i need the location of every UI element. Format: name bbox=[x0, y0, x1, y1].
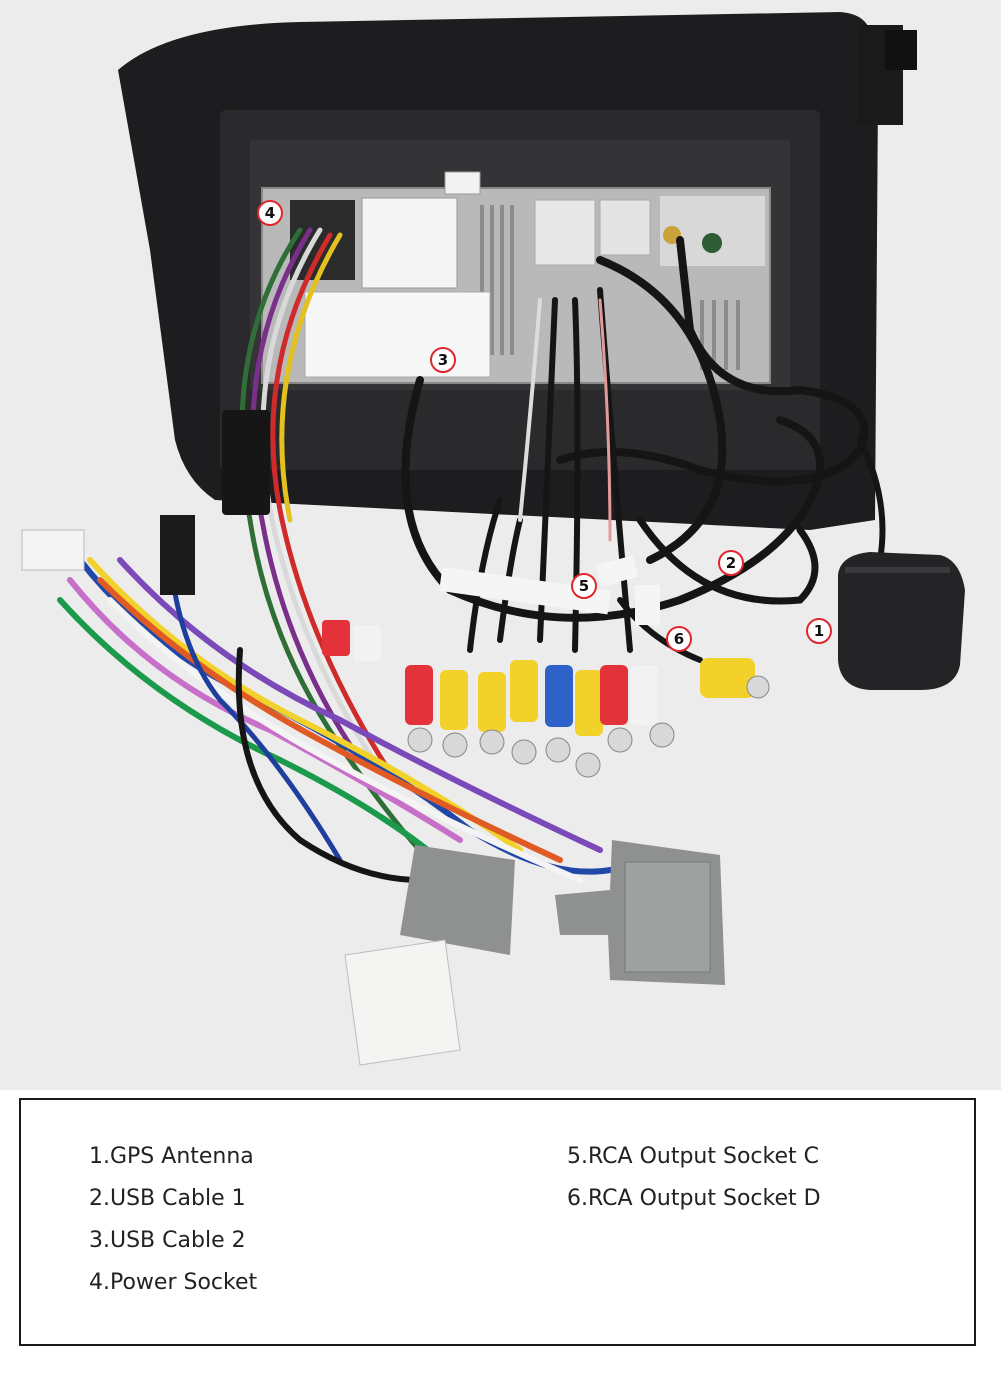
legend-item-usb-cable-1: 2.USB Cable 1 bbox=[89, 1186, 246, 1211]
legend-item-power-socket: 4.Power Socket bbox=[89, 1270, 258, 1295]
legend-item-rca-socket-d: 6.RCA Output Socket D bbox=[567, 1186, 821, 1211]
marker-4: 4 bbox=[257, 200, 283, 226]
marker-2: 2 bbox=[718, 550, 744, 576]
marker-5: 5 bbox=[571, 573, 597, 599]
product-photo: 4 3 2 5 1 6 bbox=[0, 0, 1001, 1090]
legend-box: 1.GPS Antenna 2.USB Cable 1 3.USB Cable … bbox=[19, 1098, 976, 1346]
legend-item-gps-antenna: 1.GPS Antenna bbox=[89, 1144, 254, 1169]
marker-1: 1 bbox=[806, 618, 832, 644]
marker-6: 6 bbox=[666, 626, 692, 652]
legend-column-right: 5.RCA Output Socket C 6.RCA Output Socke… bbox=[567, 1136, 821, 1220]
marker-3: 3 bbox=[430, 347, 456, 373]
legend-item-rca-socket-c: 5.RCA Output Socket C bbox=[567, 1144, 819, 1169]
legend-column-left: 1.GPS Antenna 2.USB Cable 1 3.USB Cable … bbox=[89, 1136, 257, 1304]
legend-item-usb-cable-2: 3.USB Cable 2 bbox=[89, 1228, 246, 1253]
